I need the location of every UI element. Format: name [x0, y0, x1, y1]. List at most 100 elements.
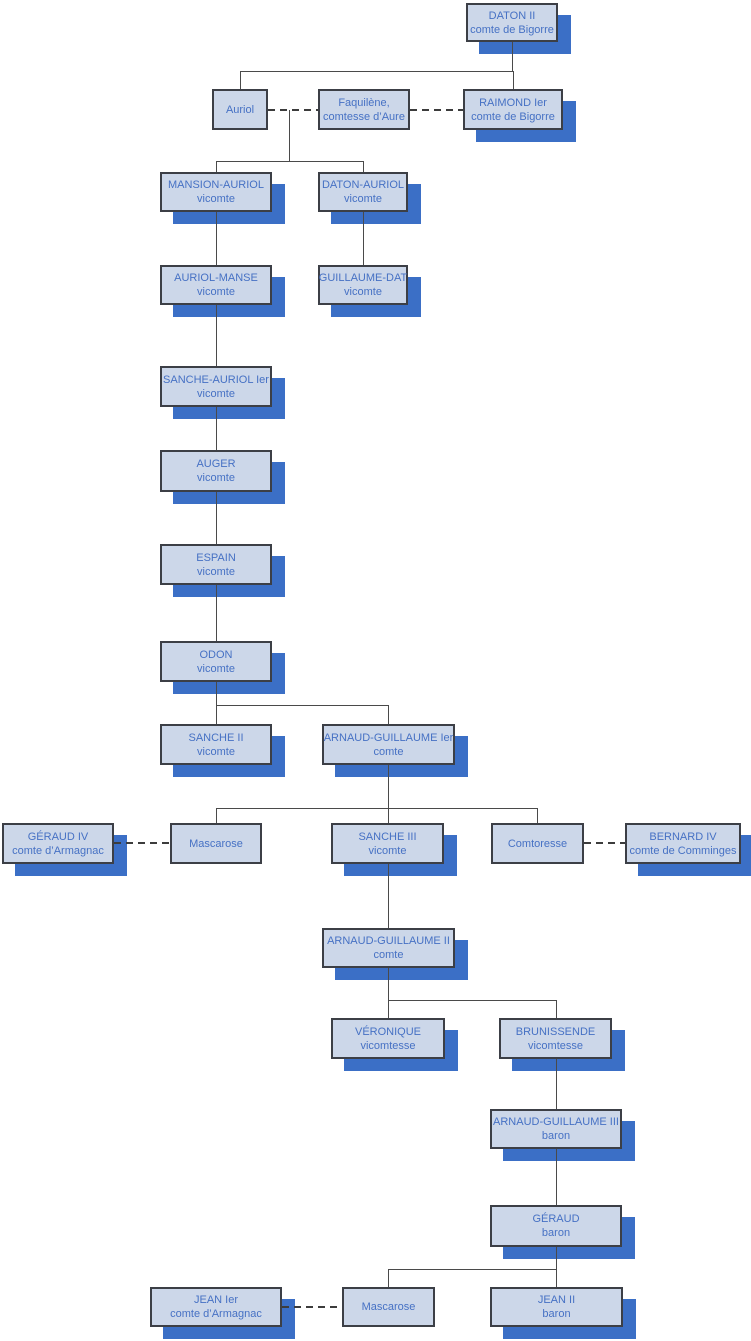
person-box-daton-ii: DATON II comte de Bigorre: [466, 3, 558, 42]
connector: [512, 42, 513, 71]
person-box-mansion-auriol: MANSION-AURIOL vicomte: [160, 172, 272, 212]
connector: [388, 864, 389, 928]
person-box-bernard-iv: BERNARD IV comte de Comminges: [625, 823, 741, 864]
person-box-daton-auriol: DATON-AURIOL vicomte: [318, 172, 408, 212]
person-box-auriol: Auriol: [212, 89, 268, 130]
person-title: vicomte: [197, 472, 235, 484]
person-title: vicomte: [197, 286, 235, 298]
person-name: ARNAUD-GUILLAUME Ier: [323, 731, 454, 744]
person-box-espain: ESPAIN vicomte: [160, 544, 272, 585]
connector: [216, 808, 217, 823]
person-box-mascarose-1: Mascarose: [170, 823, 262, 864]
person-title: vicomte: [368, 844, 407, 857]
person-title: vicomte: [197, 662, 235, 675]
person-name: DATON-AURIOL: [321, 179, 405, 191]
connector: [240, 71, 241, 89]
connector: [216, 705, 388, 706]
connector: [556, 1247, 557, 1269]
connector: [388, 808, 389, 823]
person-name: VÉRONIQUE: [354, 1025, 421, 1038]
person-box-mascarose-2: Mascarose: [342, 1287, 435, 1327]
connector: [363, 212, 364, 265]
person-box-auger: AUGER vicomte: [160, 450, 272, 492]
person-box-brunissende: BRUNISSENDE vicomtesse: [499, 1018, 612, 1059]
person-title: vicomte: [197, 565, 235, 578]
person-box-arnaud-guillaume-iii: ARNAUD-GUILLAUME III baron: [490, 1109, 622, 1149]
person-box-geraud-iv: GÉRAUD IV comte d’Armagnac: [2, 823, 114, 864]
connector: [556, 1269, 557, 1287]
person-name: SANCHE III: [358, 830, 417, 843]
person-box-sanche-ii: SANCHE II vicomte: [160, 724, 272, 765]
connector: [216, 161, 364, 162]
person-title: comte d’Armagnac: [170, 1308, 262, 1320]
person-box-raimond-ier: RAIMOND Ier comte de Bigorre: [463, 89, 563, 130]
connector: [388, 1000, 389, 1018]
person-title: comte de Bigorre: [471, 110, 555, 123]
person-name: Mascarose: [361, 1301, 416, 1313]
connector: [388, 765, 389, 808]
person-name: BERNARD IV: [649, 830, 717, 843]
person-title: baron: [541, 1130, 571, 1142]
person-name: ARNAUD-GUILLAUME II: [327, 935, 450, 947]
connector: [289, 110, 290, 161]
person-box-veronique: VÉRONIQUE vicomtesse: [331, 1018, 445, 1059]
marriage-connector: [410, 109, 463, 111]
person-box-sanche-auriol-ier: SANCHE-AURIOL Ier vicomte: [160, 366, 272, 407]
person-name: Auriol: [225, 103, 255, 116]
person-title: vicomtesse: [360, 1039, 416, 1052]
person-name: Comtoresse: [507, 837, 568, 850]
connector: [513, 71, 514, 89]
person-name: JEAN Ier: [193, 1294, 238, 1306]
person-box-jean-ier: JEAN Ier comte d’Armagnac: [150, 1287, 282, 1327]
person-title: baron: [541, 1227, 571, 1239]
person-box-guillaume-dat: GUILLAUME-DAT vicomte: [318, 265, 408, 305]
person-title: vicomte: [197, 387, 235, 400]
person-name: BRUNISSENDE: [515, 1025, 596, 1038]
connector: [363, 161, 364, 172]
person-name: Faquilène,: [338, 96, 390, 109]
connector: [537, 808, 538, 823]
person-name: GÉRAUD IV: [27, 830, 89, 843]
connector: [216, 492, 217, 544]
person-title: comte: [373, 745, 404, 758]
person-box-faquilene: Faquilène, comtesse d’Aure: [318, 89, 410, 130]
person-title: vicomtesse: [527, 1039, 584, 1052]
person-box-geraud: GÉRAUD baron: [490, 1205, 622, 1247]
connector: [216, 585, 217, 641]
marriage-connector: [268, 109, 318, 111]
person-name: AURIOL-MANSE: [174, 272, 258, 284]
marriage-connector: [114, 842, 170, 844]
connector: [388, 968, 389, 1000]
person-name: SANCHE-AURIOL Ier: [163, 373, 269, 386]
person-name: ESPAIN: [196, 551, 236, 564]
person-title: comtesse d’Aure: [323, 110, 405, 123]
connector: [388, 1269, 556, 1270]
person-box-odon: ODON vicomte: [160, 641, 272, 682]
person-title: vicomte: [344, 193, 382, 205]
person-title: comte d’Armagnac: [12, 844, 104, 857]
person-name: RAIMOND Ier: [479, 96, 547, 109]
connector: [216, 682, 217, 705]
person-title: baron: [542, 1308, 571, 1320]
marriage-connector: [282, 1306, 342, 1308]
connector: [388, 1000, 556, 1001]
person-box-comtoresse: Comtoresse: [491, 823, 584, 864]
person-title: vicomte: [197, 745, 235, 758]
connector: [216, 808, 538, 809]
person-name: ARNAUD-GUILLAUME III: [493, 1116, 619, 1128]
connector: [216, 305, 217, 366]
connector: [556, 1000, 557, 1018]
person-title: vicomte: [197, 193, 235, 205]
person-title: comte de Comminges: [629, 844, 737, 857]
person-name: MANSION-AURIOL: [168, 179, 264, 191]
person-box-arnaud-guillaume-ii: ARNAUD-GUILLAUME II comte: [322, 928, 455, 968]
person-name: JEAN II: [537, 1294, 576, 1306]
person-name: Mascarose: [189, 837, 243, 850]
connector: [216, 407, 217, 450]
person-name: DATON II: [488, 9, 536, 22]
connector: [216, 161, 217, 172]
person-box-arnaud-guillaume-ier: ARNAUD-GUILLAUME Ier comte: [322, 724, 455, 765]
person-box-jean-ii: JEAN II baron: [490, 1287, 623, 1327]
connector: [556, 1149, 557, 1205]
person-name: ODON: [199, 648, 233, 661]
